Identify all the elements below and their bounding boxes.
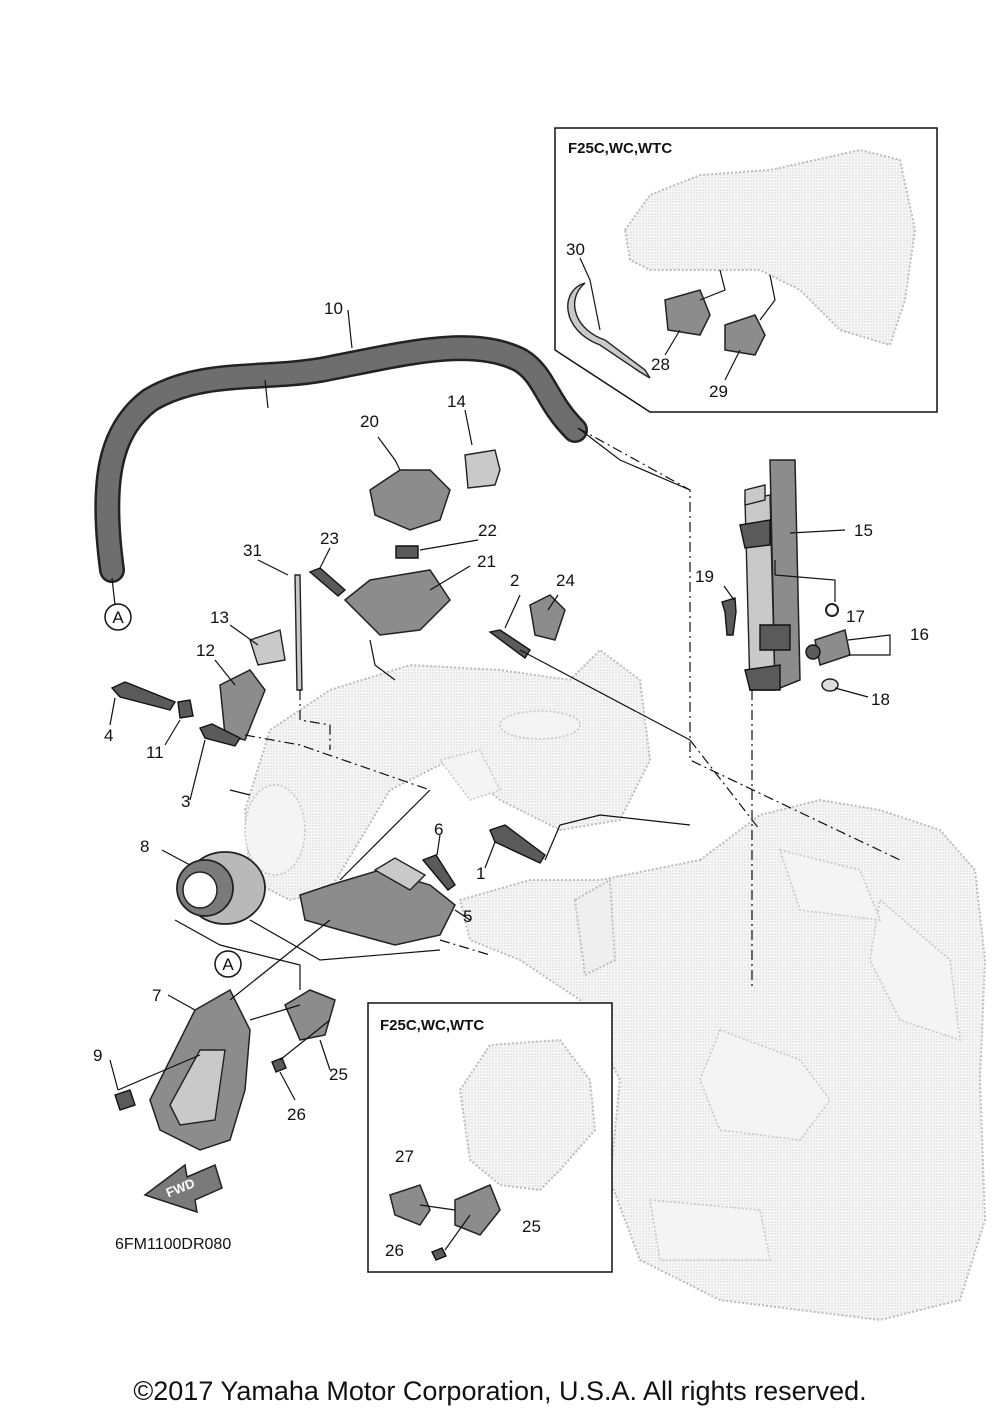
bracket-25-inset [454, 1184, 501, 1236]
callout-7: 7 [152, 986, 161, 1005]
bolt-2 [488, 629, 531, 660]
callout-23: 23 [320, 529, 339, 548]
callout-16: 16 [910, 625, 929, 644]
callout-3: 3 [181, 792, 190, 811]
injector-16 [805, 629, 851, 666]
clip-29 [724, 314, 766, 356]
callout-8: 8 [140, 837, 149, 856]
fwd-arrow: FWD [143, 1163, 223, 1214]
washer-18 [821, 678, 839, 692]
callout-12: 12 [196, 641, 215, 660]
leader-lines [109, 257, 901, 1101]
callout-5: 5 [463, 907, 472, 926]
callout-26: 26 [287, 1105, 306, 1124]
callout-28: 28 [651, 355, 670, 374]
fuel-rail-15 [739, 459, 801, 692]
washer-22 [395, 545, 419, 559]
callout-22: 22 [478, 521, 497, 540]
bracket-13 [249, 629, 286, 666]
intake-manifold-ghost [243, 648, 652, 902]
mount-21 [343, 569, 451, 636]
tie-strap-30 [567, 282, 651, 379]
bracket-20 [369, 469, 451, 531]
engine-block-ghost [458, 798, 987, 1322]
bolt-19 [721, 597, 737, 636]
copyright-text: ©2017 Yamaha Motor Corporation, U.S.A. A… [133, 1376, 867, 1406]
marker-a-bottom: A [214, 950, 242, 978]
marker-a-top: A [104, 603, 132, 631]
clip-14 [464, 449, 501, 489]
callout-26-inset: 26 [385, 1241, 404, 1260]
callout-25: 25 [329, 1065, 348, 1084]
bolt-4 [110, 681, 177, 711]
o-ring-17 [825, 603, 839, 617]
callout-10: 10 [324, 299, 343, 318]
bracket-25 [284, 989, 336, 1041]
callout-30: 30 [566, 240, 585, 259]
bracket-12 [219, 669, 266, 741]
svg-text:A: A [112, 608, 124, 627]
callout-29: 29 [709, 382, 728, 401]
callout-6: 6 [434, 820, 443, 839]
callout-18: 18 [871, 690, 890, 709]
callout-1: 1 [476, 864, 485, 883]
screw-26 [271, 1057, 287, 1073]
callout-labels: 10 14 20 22 23 31 21 2 24 13 12 4 11 3 6… [93, 240, 929, 1260]
callout-31: 31 [243, 541, 262, 560]
bracket-27 [389, 1184, 431, 1226]
inset-box-bottom: F25C,WC,WTC [367, 1002, 613, 1273]
callout-19: 19 [695, 567, 714, 586]
clip-28 [664, 289, 711, 336]
screw-26-inset [431, 1247, 447, 1261]
callout-15: 15 [854, 521, 873, 540]
collar-11 [177, 699, 194, 719]
inset-bottom-title: F25C,WC,WTC [380, 1017, 484, 1034]
callout-20: 20 [360, 412, 379, 431]
callout-2: 2 [510, 571, 519, 590]
bolt-23 [308, 567, 347, 597]
svg-text:A: A [222, 955, 234, 974]
callout-13: 13 [210, 608, 229, 627]
callout-17: 17 [846, 607, 865, 626]
drawing-code: 6FM1100DR080 [115, 1236, 231, 1253]
callout-24: 24 [556, 571, 575, 590]
callout-9: 9 [93, 1046, 102, 1065]
callout-27: 27 [395, 1147, 414, 1166]
bolt-6 [421, 854, 456, 891]
clip-24 [529, 594, 566, 641]
inset-top-title: F25C,WC,WTC [568, 140, 672, 157]
callout-25-inset: 25 [522, 1217, 541, 1236]
callout-11: 11 [146, 743, 164, 762]
bracket-5 [299, 869, 456, 946]
callout-14: 14 [447, 392, 466, 411]
hose-10 [94, 335, 588, 583]
bolt-9 [114, 1089, 136, 1111]
bolt-1 [489, 824, 546, 864]
tie-31 [294, 574, 303, 691]
callout-4: 4 [104, 726, 113, 745]
grommet-8 [176, 851, 266, 925]
callout-21: 21 [477, 552, 496, 571]
bolt-3 [199, 723, 242, 747]
inset-box-top: F25C,WC,WTC [554, 127, 938, 413]
